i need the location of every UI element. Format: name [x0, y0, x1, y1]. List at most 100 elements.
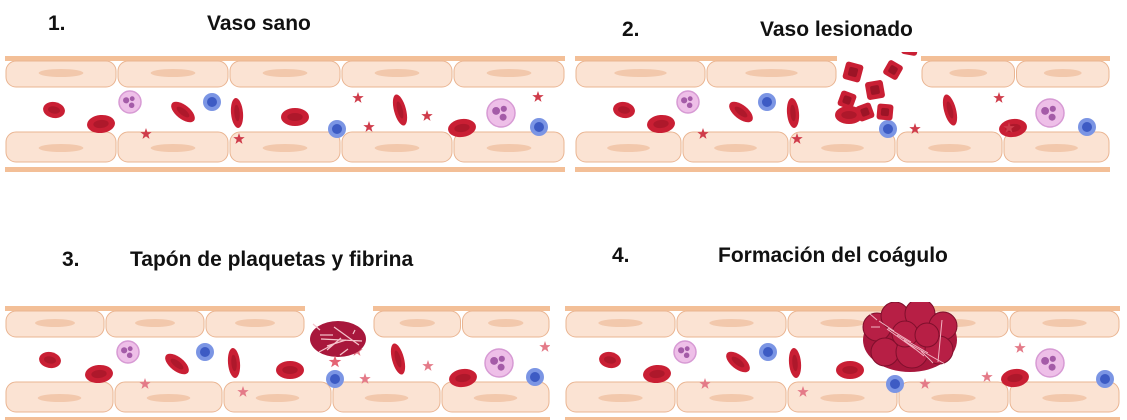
endothelial-nucleus: [38, 394, 82, 402]
red-blood-cell: [726, 98, 757, 126]
vessel-illustration: [5, 302, 550, 420]
neutrophil: [677, 91, 699, 113]
panel-2-number: 2.: [622, 18, 640, 42]
red-blood-cell: [390, 93, 410, 127]
endothelial-nucleus: [745, 69, 797, 77]
platelet: [532, 91, 543, 102]
damaged-blood-cell: [901, 52, 920, 56]
damaged-blood-cell: [842, 61, 864, 83]
white-blood-cell: [759, 343, 777, 361]
platelet: [352, 92, 363, 103]
white-blood-cell: [1096, 370, 1114, 388]
white-blood-cell: [326, 370, 344, 388]
vessel-wall-band: [5, 167, 565, 172]
endothelial-nucleus: [1044, 69, 1082, 77]
vessel-illustration: [565, 302, 1120, 420]
red-blood-cell: [38, 350, 62, 370]
red-blood-cell: [227, 348, 242, 379]
neutrophil: [485, 349, 513, 377]
red-blood-cell: [723, 348, 754, 376]
panel-4-number: 4.: [612, 244, 630, 268]
white-blood-cell: [1078, 118, 1096, 136]
red-blood-cell: [642, 364, 671, 384]
white-blood-cell: [203, 93, 221, 111]
platelet: [1014, 342, 1025, 353]
endothelial-nucleus: [135, 319, 175, 327]
endothelial-nucleus: [1042, 319, 1086, 327]
red-blood-cell: [162, 350, 193, 378]
vessel-wall: [565, 382, 1120, 420]
endothelial-nucleus: [820, 319, 864, 327]
endothelial-nucleus: [263, 69, 308, 77]
vessel-wall-band: [565, 306, 1120, 311]
platelet-plug: [310, 321, 366, 367]
red-blood-cell: [646, 114, 675, 134]
endothelial-nucleus: [820, 394, 864, 402]
red-blood-cell: [940, 93, 960, 127]
red-blood-cell: [168, 98, 199, 126]
endothelial-nucleus: [39, 144, 84, 152]
vessel-wall: [565, 306, 1120, 337]
endothelial-nucleus: [1042, 394, 1086, 402]
vessel-wall: [575, 132, 1110, 172]
white-blood-cell: [758, 93, 776, 111]
neutrophil: [117, 341, 139, 363]
panel-1-title: Vaso sano: [207, 12, 311, 36]
red-blood-cell: [86, 114, 115, 134]
vessel-wall: [5, 56, 565, 87]
panel-3-title: Tapón de plaquetas y fibrina: [130, 248, 413, 272]
endothelial-nucleus: [35, 319, 75, 327]
endothelial-nucleus: [39, 69, 84, 77]
endothelial-nucleus: [931, 394, 975, 402]
endothelial-nucleus: [607, 144, 650, 152]
platelet: [981, 371, 992, 382]
endothelial-nucleus: [474, 394, 518, 402]
neutrophil: [487, 99, 515, 127]
vessel-wall: [5, 132, 565, 172]
platelet: [539, 341, 550, 352]
endothelial-nucleus: [488, 319, 523, 327]
neutrophil: [674, 341, 696, 363]
clot-cell: [892, 321, 918, 347]
platelet: [329, 355, 342, 367]
white-blood-cell: [530, 118, 548, 136]
endothelial-nucleus: [375, 69, 420, 77]
neutrophil: [1036, 99, 1064, 127]
white-blood-cell: [526, 368, 544, 386]
endothelial-nucleus: [709, 319, 753, 327]
panel-2-title: Vaso lesionado: [760, 18, 913, 42]
vessel-wall-band: [5, 306, 305, 311]
clot-cell: [915, 323, 939, 347]
endothelial-nucleus: [598, 319, 642, 327]
red-blood-cell: [788, 348, 803, 379]
platelet: [993, 92, 1004, 103]
endothelial-nucleus: [714, 144, 757, 152]
white-blood-cell: [328, 120, 346, 138]
damaged-blood-cell: [882, 59, 904, 81]
vessel-wall-band: [575, 56, 837, 61]
platelet: [421, 110, 432, 121]
vessel-wall: [5, 382, 550, 420]
endothelial-nucleus: [151, 144, 196, 152]
red-blood-cell: [612, 100, 636, 120]
platelet: [363, 121, 374, 132]
vessel-illustration: [575, 52, 1110, 174]
vessel-wall-band: [373, 306, 550, 311]
platelet: [422, 360, 433, 371]
endothelial-nucleus: [598, 394, 642, 402]
red-blood-cell: [281, 108, 309, 126]
red-blood-cell: [276, 361, 304, 379]
white-blood-cell: [886, 375, 904, 393]
panel-4-title: Formación del coágulo: [718, 244, 948, 268]
red-blood-cell: [230, 98, 245, 129]
neutrophil: [119, 91, 141, 113]
endothelial-nucleus: [1035, 144, 1078, 152]
endothelial-nucleus: [263, 144, 308, 152]
panel-1-number: 1.: [48, 12, 66, 36]
vessel-panel-plug: [5, 302, 550, 420]
vessel-panel-healthy: [5, 52, 565, 174]
endothelial-nucleus: [821, 144, 864, 152]
vessel-wall-band: [921, 56, 1110, 61]
red-blood-cell: [388, 342, 408, 376]
endothelial-nucleus: [400, 319, 435, 327]
